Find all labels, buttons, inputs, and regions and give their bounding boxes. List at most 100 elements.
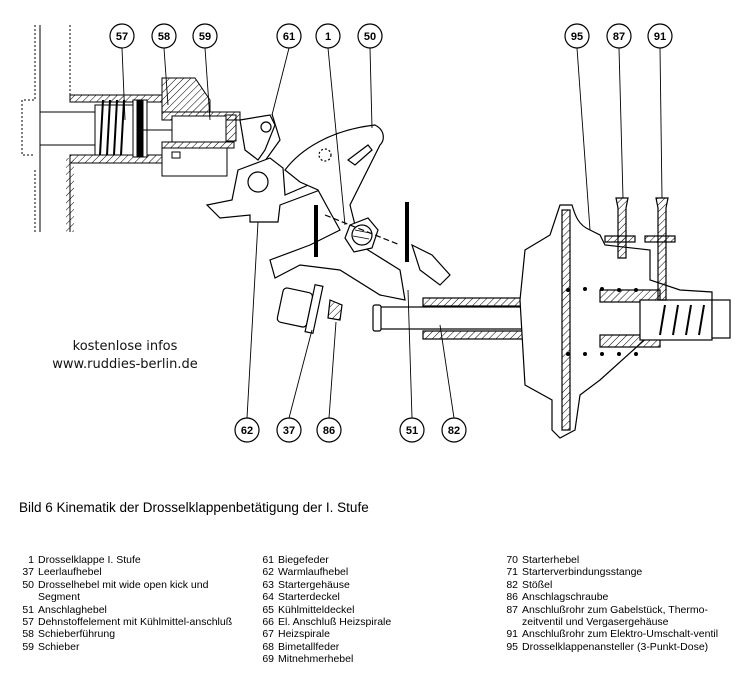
wax-element-assembly [69,77,241,177]
svg-text:1: 1 [325,31,331,43]
svg-text:59: 59 [199,31,211,43]
callout-51: 51 [399,417,425,443]
legend-item-58: 58 Schieberführung [16,628,241,640]
svg-text:58: 58 [158,31,170,43]
leader-lines [121,47,663,419]
legend-item-37: 37 Leerlaufhebel [16,566,241,578]
legend-text: Biegefeder [278,554,329,566]
legend-number: 37 [22,566,34,579]
watermark-url: www.ruddies-berlin.de [52,357,198,372]
legend-item-68: 68 Bimetallfeder [256,641,486,653]
svg-text:50: 50 [364,31,376,43]
legend-number: 68 [262,640,274,653]
callouts-bottom: 62 37 86 51 82 [234,417,467,443]
legend-number: 71 [506,566,518,579]
svg-text:95: 95 [571,31,583,43]
svg-text:37: 37 [283,425,295,437]
legend-text: Starterverbindungsstange [522,566,643,579]
svg-text:61: 61 [283,31,295,43]
legend-item-67: 67 Heizspirale [256,628,486,640]
legend-number: 91 [506,628,518,641]
legend-text: Drosselklappe I. Stufe [38,554,141,566]
legend-text: Startergehäuse [278,578,350,591]
legend-item-59: 59 Schieber [16,641,241,653]
legend-item-51: 51 Anschlaghebel [16,604,241,616]
legend-number: 50 [22,578,34,591]
callout-58: 58 [151,23,177,49]
legend-text: Stößel [522,578,553,591]
legend-number: 57 [22,616,34,629]
legend-number: 58 [22,628,34,641]
legend-item-82: 82 Stößel [500,579,740,591]
legend-item-95: 95 Drosselklappenansteller (3-Punkt-Dose) [500,641,740,653]
legend-text: Anschlußrohr zum Elektro-Umschalt-ventil [522,628,719,641]
legend-number: 70 [506,554,518,566]
legend-item-61: 61 Biegefeder [256,554,486,566]
legend-text: Drosselhebel mit wide open kick und Segm… [38,578,209,604]
legend-item-50: 50 Drosselhebel mit wide open kick und Se… [16,579,241,604]
callout-95: 95 [564,23,590,49]
legend-text: Heizspirale [278,628,330,641]
legend-column-2: 61 Biegefeder 62 Warmlaufhebel 63 Startergehä… [256,554,486,666]
callout-61: 61 [276,23,302,49]
legend-text: Schieber [38,640,80,653]
legend-text: Dehnstoffelement mit Kühlmittel-anschluß [38,616,233,629]
callout-1: 1 [315,23,341,49]
legend-text: Leerlaufhebel [38,566,102,579]
legend-number: 95 [506,640,518,653]
callout-86: 86 [316,417,342,443]
callout-91: 91 [647,23,673,49]
callout-87: 87 [606,23,632,49]
svg-text:87: 87 [613,31,625,43]
legend-number: 51 [22,603,34,616]
legend-item-91: 91 Anschlußrohr zum Elektro-Umschalt-vent… [500,628,740,640]
svg-text:57: 57 [116,31,128,43]
legend-text: Anschlußrohr zum Gabelstück, Thermo-zeit… [522,603,708,629]
legend-number: 61 [262,554,274,566]
legend-number: 1 [28,554,34,566]
callout-62: 62 [234,417,260,443]
svg-text:51: 51 [406,425,418,437]
legend-text: Mitnehmerhebel [278,653,354,666]
legend-text: El. Anschluß Heizspirale [278,616,392,629]
legend-text: Anschlaghebel [38,603,107,616]
callout-57: 57 [109,23,135,49]
legend-item-62: 62 Warmlaufhebel [256,566,486,578]
callout-82: 82 [441,417,467,443]
watermark-line-1: kostenlose infos [72,339,178,354]
legend-item-1: 1 Drosselklappe I. Stufe [16,554,241,566]
legend-text: Warmlaufhebel [278,566,349,579]
legend-text: Kühlmitteldeckel [278,603,355,616]
svg-text:91: 91 [654,31,666,43]
coolant-pipe [21,25,95,232]
legend-text: Starterdeckel [278,591,340,604]
watermark: kostenlose infos www.ruddies-berlin.de [40,338,210,374]
legend-number: 59 [22,640,34,653]
legend-text: Bimetallfeder [278,640,340,653]
svg-text:82: 82 [448,425,460,437]
legend-number: 86 [506,591,518,604]
legend-item-57: 57 Dehnstoffelement mit Kühlmittel-anschl… [16,616,241,628]
svg-text:62: 62 [241,425,253,437]
callouts-top: 57 58 59 61 1 50 95 87 91 [109,23,673,49]
legend-text: Drosselklappenansteller (3-Punkt-Dose) [522,640,709,653]
callout-59: 59 [192,23,218,49]
callout-37: 37 [276,417,302,443]
legend-number: 62 [262,566,274,579]
legend-number: 82 [506,578,518,591]
legend-text: Schieberführung [38,628,116,641]
legend-number: 67 [262,628,274,641]
throttle-positioner [372,197,731,439]
legend-number: 63 [262,578,274,591]
legend-item-63: 63 Startergehäuse [256,579,486,591]
callout-50: 50 [357,23,383,49]
legend-number: 65 [262,603,274,616]
